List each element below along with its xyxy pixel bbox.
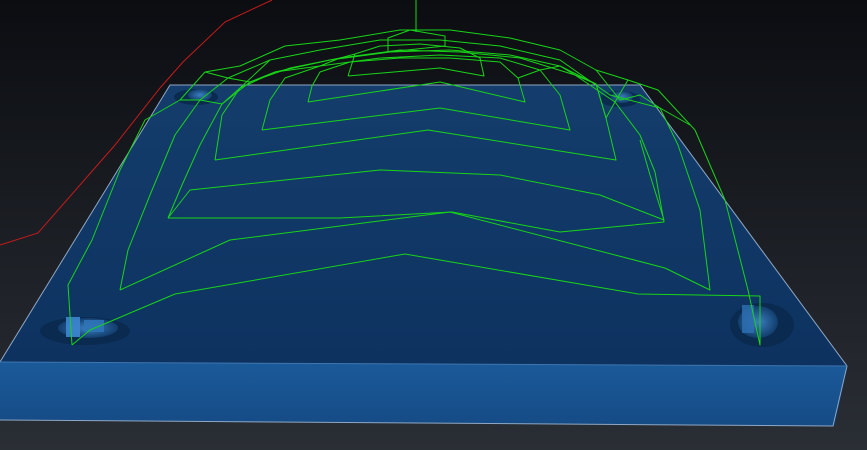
toolpath-core bbox=[387, 29, 446, 53]
toolpath-rib-left-outer bbox=[180, 59, 271, 105]
toolpath-loop-5 bbox=[214, 49, 617, 161]
toolpath-loop-6 bbox=[261, 54, 571, 131]
stock-edge-highlight bbox=[0, 84, 848, 427]
toolpath-loop-2 bbox=[119, 39, 711, 291]
hole-front-left bbox=[40, 317, 130, 345]
toolpath bbox=[67, 0, 761, 346]
stock-top-face bbox=[0, 85, 847, 366]
toolpath-loop-1 bbox=[67, 29, 761, 346]
hole-front-right bbox=[730, 303, 794, 347]
toolpath-loop-7 bbox=[307, 57, 526, 103]
stock-edge-front-top bbox=[0, 361, 848, 367]
rapid-move-line bbox=[0, 0, 273, 246]
stock-front-face bbox=[0, 362, 847, 426]
toolpath-rib-left bbox=[204, 53, 356, 83]
toolpath-loop-8 bbox=[347, 43, 485, 77]
toolpath-rib-right-outer bbox=[595, 69, 691, 126]
toolpath-rib-right bbox=[517, 65, 629, 119]
toolpath-loop-4 bbox=[167, 139, 665, 221]
